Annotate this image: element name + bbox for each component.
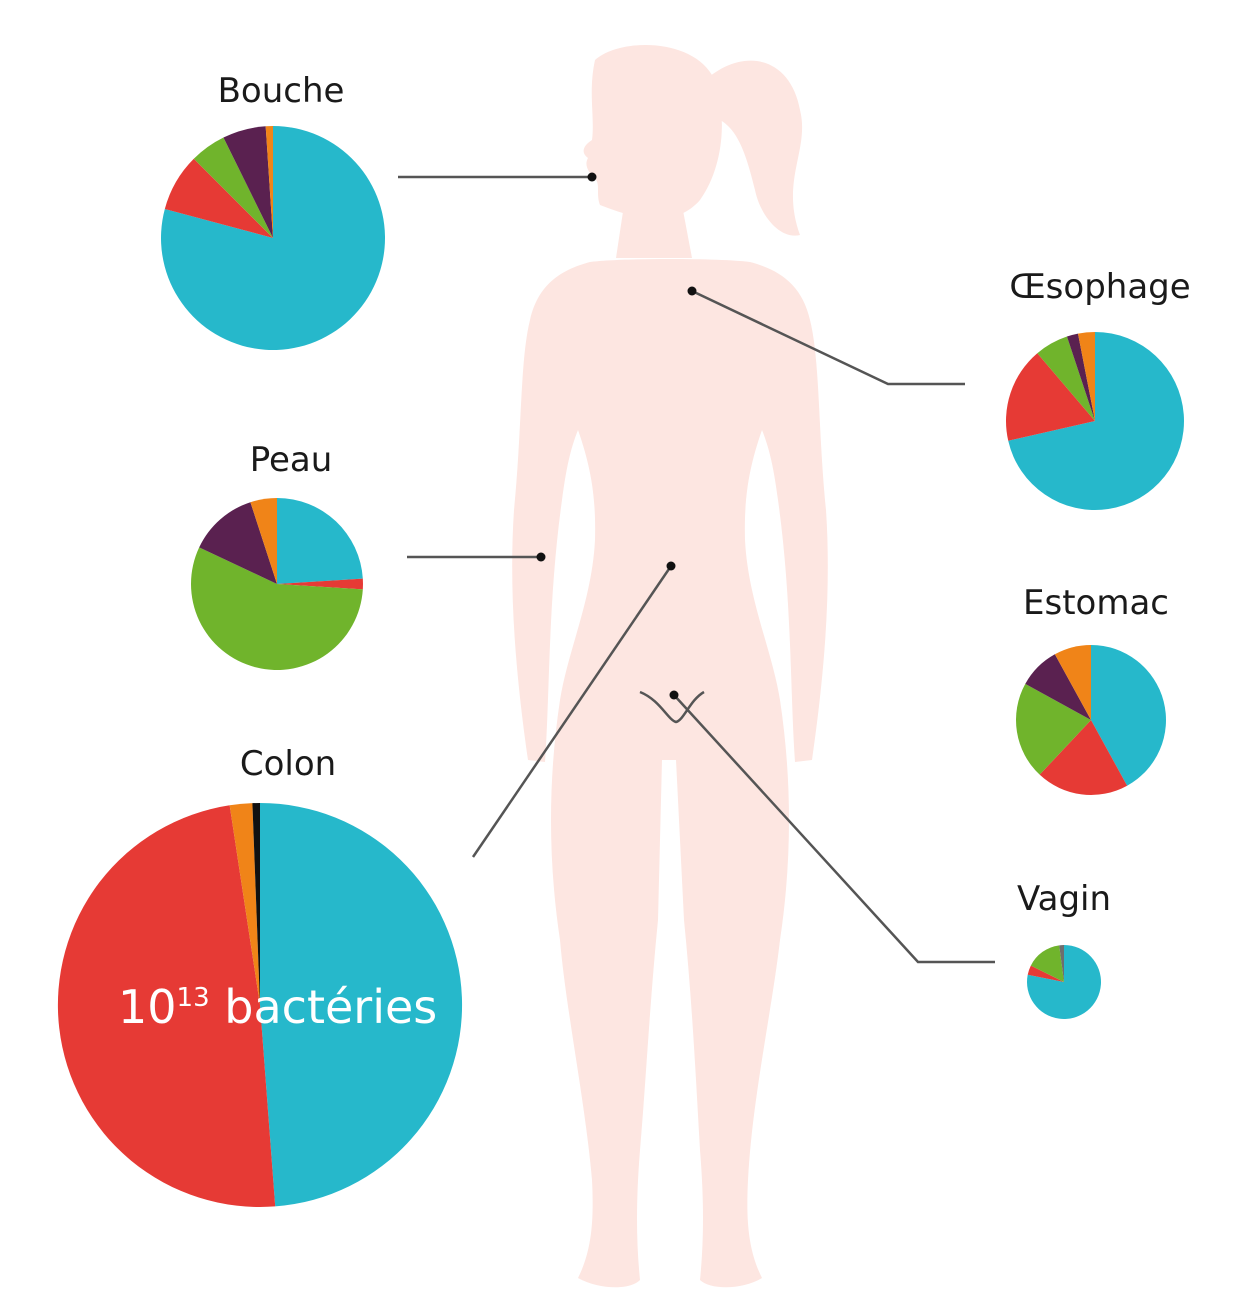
pie-slice — [164, 158, 273, 238]
pie-slice — [252, 803, 260, 1005]
bacteria-count-label: 1013 bactéries — [118, 980, 437, 1034]
pie-slice — [199, 502, 277, 584]
anchor-dot — [666, 561, 676, 571]
pie-slice — [191, 547, 363, 670]
pie-title: Vagin — [1017, 879, 1111, 919]
pie-slice — [223, 126, 273, 238]
pie-slice — [1039, 720, 1128, 795]
pie-1: Œsophage — [687, 267, 1191, 510]
pie-slice — [1077, 332, 1095, 421]
anchor-dot — [587, 172, 597, 182]
pie-0: Bouche — [161, 71, 597, 350]
pie-title: Colon — [240, 744, 336, 784]
pie-2: Peau — [191, 440, 546, 670]
pie-title: Estomac — [1023, 583, 1169, 623]
pie-4: Colon 1013 bactéries — [57, 744, 463, 1208]
connector-line — [471, 565, 673, 858]
vulva-mark — [639, 690, 705, 724]
pie-slice — [1037, 336, 1095, 421]
pie-slice — [277, 578, 363, 590]
count-text: bactéries — [210, 980, 438, 1034]
pie-slice — [277, 498, 363, 584]
pie-slice — [1091, 645, 1166, 786]
pie-slice — [57, 805, 276, 1208]
pie-slice — [1025, 654, 1091, 720]
pie-slice — [1005, 353, 1095, 441]
pie-slice — [161, 126, 386, 350]
count-exponent: 13 — [177, 983, 210, 1013]
pie-slice — [1030, 945, 1064, 982]
pie-slice — [265, 126, 273, 238]
pie-5: Vagin — [669, 690, 1111, 1019]
count-base: 10 — [118, 980, 177, 1034]
pie-slice — [250, 497, 277, 584]
connector-line — [673, 694, 995, 964]
pie-slice — [260, 803, 463, 1207]
pie-slice — [1016, 683, 1091, 775]
pie-title: Peau — [250, 440, 333, 480]
pie-slice — [1026, 945, 1101, 1019]
pie-slice — [1066, 333, 1095, 421]
pie-title: Œsophage — [1009, 267, 1190, 307]
pie-slice — [1008, 332, 1184, 510]
pie-slice — [193, 137, 273, 238]
pie-slice — [1027, 965, 1064, 982]
connector-line — [691, 289, 965, 386]
pie-slice — [1059, 945, 1064, 982]
female-body-silhouette — [512, 45, 828, 1288]
pie-3: Estomac — [471, 561, 1169, 858]
anchor-dot — [669, 690, 679, 700]
pie-slice — [229, 803, 260, 1005]
anchor-dot — [536, 552, 546, 562]
pie-slice — [1054, 645, 1091, 720]
pie-title: Bouche — [218, 71, 345, 111]
anchor-dot — [687, 286, 697, 296]
